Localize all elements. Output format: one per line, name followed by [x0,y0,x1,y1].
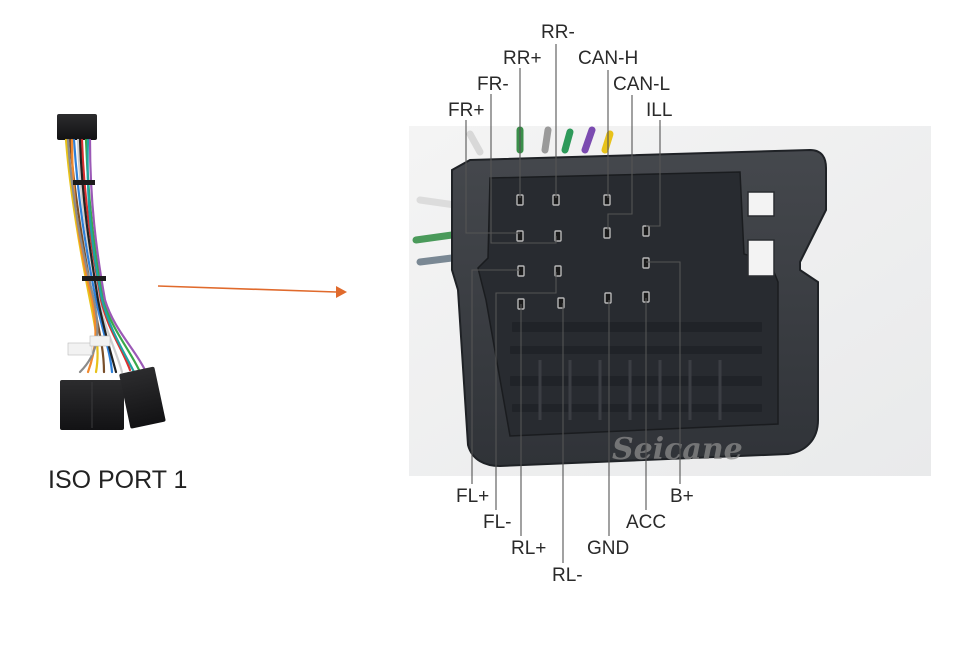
leader-can-l [607,95,633,230]
leader-fr-plus [465,120,520,234]
pin-fl-plus [517,265,525,277]
label-ill: ILL [646,100,672,121]
pin-labels: RR- RR+ CAN-H FR- CAN-L FR+ ILL FL+ B+ F… [448,22,694,586]
label-rr-minus: RR- [541,22,575,43]
connector-ribs [510,322,762,412]
leader-b-plus [646,261,681,484]
leader-ill [646,120,661,227]
pin-can-l [603,227,611,239]
connector-photo: Seicane [409,126,931,476]
label-acc: ACC [626,512,666,533]
label-fr-plus: FR+ [448,100,484,121]
label-fr-minus: FR- [477,74,509,95]
pointer-arrow [157,285,347,298]
label-rr-plus: RR+ [503,48,542,69]
harness-wire-label [67,342,93,356]
connector-rib-separators [538,360,722,420]
connector-side-slot [747,239,775,277]
harness-bottom-plug-right [119,366,166,429]
leader-fr-minus [490,94,557,244]
label-rl-plus: RL+ [511,538,546,559]
leader-fl-plus [471,269,520,484]
pin-ill [642,225,650,237]
leader-lines [465,44,681,563]
harness-wire-label [89,335,111,347]
label-gnd: GND [587,538,629,559]
pin-can-h [603,194,611,206]
label-can-h: CAN-H [578,48,638,69]
pin-b-plus [642,257,650,269]
arrow-head [336,286,347,298]
connector-cavity [477,171,779,437]
iso-harness-image [57,114,166,430]
harness-cable-tie [82,276,106,281]
connector-side-slot [747,191,775,217]
label-b-plus: B+ [670,486,694,507]
leader-fl-minus [495,272,557,510]
label-can-l: CAN-L [613,74,670,95]
label-fl-plus: FL+ [456,486,489,507]
harness-cable-tie [73,180,95,185]
label-fl-minus: FL- [483,512,512,533]
port-caption: ISO PORT 1 [48,466,187,494]
harness-top-plug [57,114,97,140]
connector-pins [516,194,650,310]
label-rl-minus: RL- [552,565,583,586]
pin-gnd [604,292,612,304]
brand-watermark: Seicane [612,432,743,467]
